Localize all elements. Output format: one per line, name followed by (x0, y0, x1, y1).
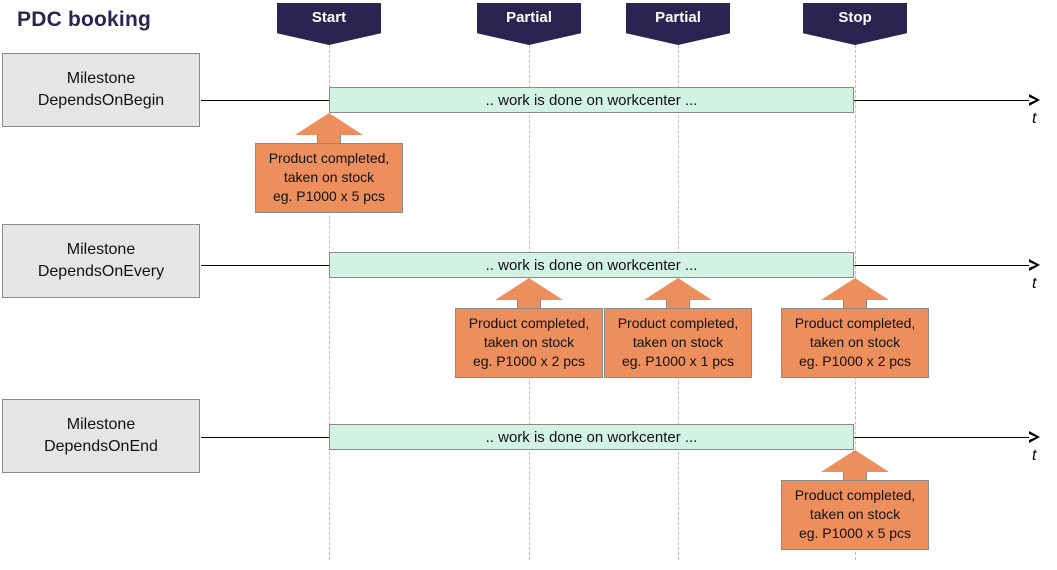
callout-arrow-icon (255, 113, 403, 144)
event-ribbon-label: Partial (655, 9, 701, 26)
callout-line-2: taken on stock (809, 506, 901, 522)
event-ribbon-partial-1[interactable]: Partial (477, 3, 581, 45)
callout-body: Product completed, taken on stock eg. P1… (604, 308, 752, 378)
callout-line-3: eg. P1000 x 5 pcs (798, 525, 912, 541)
milestone-box-depends-on-end: Milestone DependsOnEnd (2, 399, 200, 473)
callout-body: Product completed, taken on stock eg. P1… (781, 480, 929, 550)
callout-line-3: eg. P1000 x 5 pcs (272, 188, 386, 204)
callout-line-3: eg. P1000 x 1 pcs (621, 353, 735, 369)
event-ribbon-label: Partial (506, 9, 552, 26)
callout-row-2-stop[interactable]: Product completed, taken on stock eg. P1… (781, 278, 929, 378)
callout-arrow-icon (604, 278, 752, 309)
callout-row-2-partial-1[interactable]: Product completed, taken on stock eg. P1… (455, 278, 603, 378)
callout-line-1: Product completed, (794, 487, 916, 503)
milestone-label-line2: DependsOnEnd (44, 438, 158, 455)
callout-line-2: taken on stock (809, 334, 901, 350)
callout-line-3: eg. P1000 x 2 pcs (472, 353, 586, 369)
callout-body: Product completed, taken on stock eg. P1… (255, 143, 403, 213)
timeline-arrowhead-row-3 (1029, 431, 1040, 443)
milestone-label-line1: Milestone (66, 241, 136, 258)
page-title: PDC booking (17, 8, 152, 31)
event-ribbon-stop[interactable]: Stop (803, 3, 907, 45)
timeline-axis-label-row-1: t (1032, 110, 1037, 127)
callout-line-1: Product completed, (617, 315, 739, 331)
callout-line-1: Product completed, (268, 150, 390, 166)
guide-line-start (329, 45, 330, 560)
event-ribbon-partial-2[interactable]: Partial (626, 3, 730, 45)
callout-line-2: taken on stock (283, 169, 375, 185)
event-ribbon-start[interactable]: Start (277, 3, 381, 45)
workbar-row-3: .. work is done on workcenter ... (329, 424, 854, 450)
timeline-arrowhead-row-1 (1029, 94, 1040, 106)
milestone-label-line2: DependsOnEvery (37, 263, 165, 280)
workbar-row-2: .. work is done on workcenter ... (329, 252, 854, 278)
callout-arrow-icon (781, 278, 929, 309)
callout-arrow-icon (781, 450, 929, 481)
event-ribbon-label: Stop (838, 9, 872, 26)
callout-line-3: eg. P1000 x 2 pcs (798, 353, 912, 369)
workbar-text: .. work is done on workcenter ... (485, 256, 698, 274)
workbar-text: .. work is done on workcenter ... (485, 91, 698, 109)
milestone-box-depends-on-every: Milestone DependsOnEvery (2, 224, 200, 298)
timeline-axis-label-row-2: t (1032, 275, 1037, 292)
milestone-label-line1: Milestone (66, 416, 136, 433)
milestone-box-depends-on-begin: Milestone DependsOnBegin (2, 53, 200, 127)
callout-row-3-stop[interactable]: Product completed, taken on stock eg. P1… (781, 450, 929, 550)
callout-body: Product completed, taken on stock eg. P1… (455, 308, 603, 378)
timeline-arrowhead-row-2 (1029, 259, 1040, 271)
callout-row-2-partial-2[interactable]: Product completed, taken on stock eg. P1… (604, 278, 752, 378)
callout-line-2: taken on stock (483, 334, 575, 350)
milestone-label-line1: Milestone (66, 70, 136, 87)
callout-line-1: Product completed, (794, 315, 916, 331)
timeline-axis-label-row-3: t (1032, 447, 1037, 464)
workbar-text: .. work is done on workcenter ... (485, 428, 698, 446)
milestone-label-line2: DependsOnBegin (37, 92, 165, 109)
callout-line-2: taken on stock (632, 334, 724, 350)
callout-body: Product completed, taken on stock eg. P1… (781, 308, 929, 378)
callout-row-1-start[interactable]: Product completed, taken on stock eg. P1… (255, 113, 403, 213)
callout-line-1: Product completed, (468, 315, 590, 331)
event-ribbon-label: Start (311, 9, 347, 26)
workbar-row-1: .. work is done on workcenter ... (329, 87, 854, 113)
callout-arrow-icon (455, 278, 603, 309)
